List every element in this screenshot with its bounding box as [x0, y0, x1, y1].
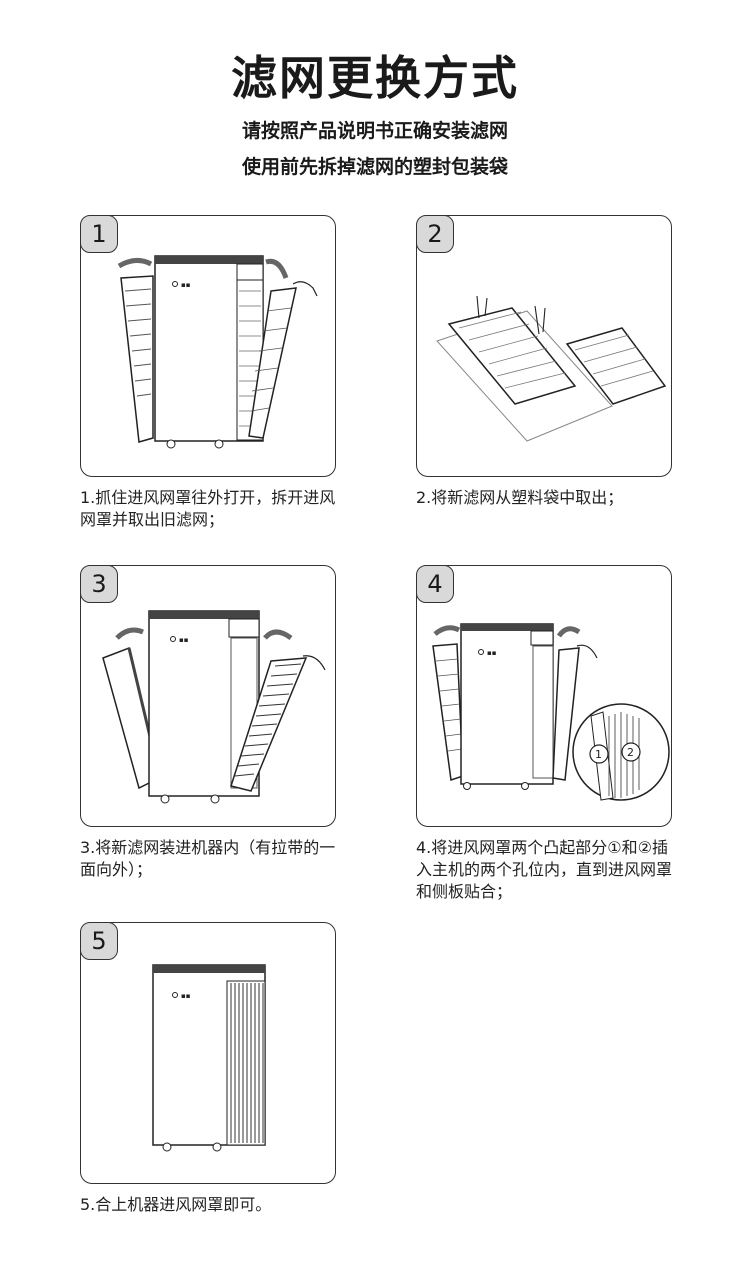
step-3-number-badge: 3: [80, 565, 118, 603]
arrow-right-icon: [263, 629, 293, 641]
step-4-number-badge: 4: [416, 565, 454, 603]
peg-1-icon: [589, 744, 609, 764]
step-1-illustration: ▪▪: [117, 255, 318, 449]
step-1-panel: ▪▪: [80, 215, 336, 477]
arrow-left-icon: [117, 258, 153, 269]
peg-2-icon: [621, 742, 641, 762]
svg-text:▪▪: ▪▪: [181, 992, 191, 1000]
subtitle-line-2: 使用前先拆掉滤网的塑封包装袋: [241, 156, 508, 178]
step-5-caption: 5.合上机器进风网罩即可。: [80, 1195, 272, 1214]
page-title: 滤网更换方式: [231, 51, 519, 105]
step-2-illustration: [436, 295, 667, 442]
step-2-caption: 2.将新滤网从塑料袋中取出；: [416, 488, 624, 507]
brand-logo: ▪▪: [181, 281, 191, 289]
step-5-illustration: ▪▪: [152, 964, 266, 1152]
arrow-right-icon: [265, 258, 289, 279]
step-4-illustration: ▪▪ 1 2: [432, 623, 670, 801]
hand-icon: [292, 281, 318, 297]
step-2-panel: [416, 215, 672, 477]
arrow-left-icon: [115, 627, 144, 640]
step-2-number-badge: 2: [416, 215, 454, 253]
step-5-number-badge: 5: [80, 922, 118, 960]
svg-text:2: 2: [627, 746, 634, 759]
hand-left-icon: [476, 295, 488, 319]
hand-icon: [576, 644, 598, 659]
svg-text:▪▪: ▪▪: [179, 636, 189, 644]
step-3-illustration: ▪▪: [102, 610, 326, 804]
arrow-right-icon: [556, 626, 581, 638]
svg-text:▪▪: ▪▪: [487, 649, 497, 657]
step-4-panel: ▪▪ 1 2: [416, 565, 672, 827]
step-3-panel: ▪▪: [80, 565, 336, 827]
step-4-caption: 4.将进风网罩两个凸起部分①和②插入主机的两个孔位内，直到进风网罩和侧板贴合；: [416, 838, 673, 901]
step-1-number-badge: 1: [80, 215, 118, 253]
step-5-panel: ▪▪: [80, 922, 336, 1184]
step-1-caption: 1.抓住进风网罩往外打开，拆开进风网罩并取出旧滤网；: [80, 488, 336, 529]
subtitle-line-1: 请按照产品说明书正确安装滤网: [241, 120, 508, 142]
hand-icon: [302, 655, 326, 671]
step-3-caption: 3.将新滤网装进机器内（有拉带的一面向外）；: [80, 838, 336, 879]
hand-right-icon: [534, 305, 546, 335]
svg-text:1: 1: [595, 748, 602, 761]
arrow-left-icon: [433, 625, 461, 636]
